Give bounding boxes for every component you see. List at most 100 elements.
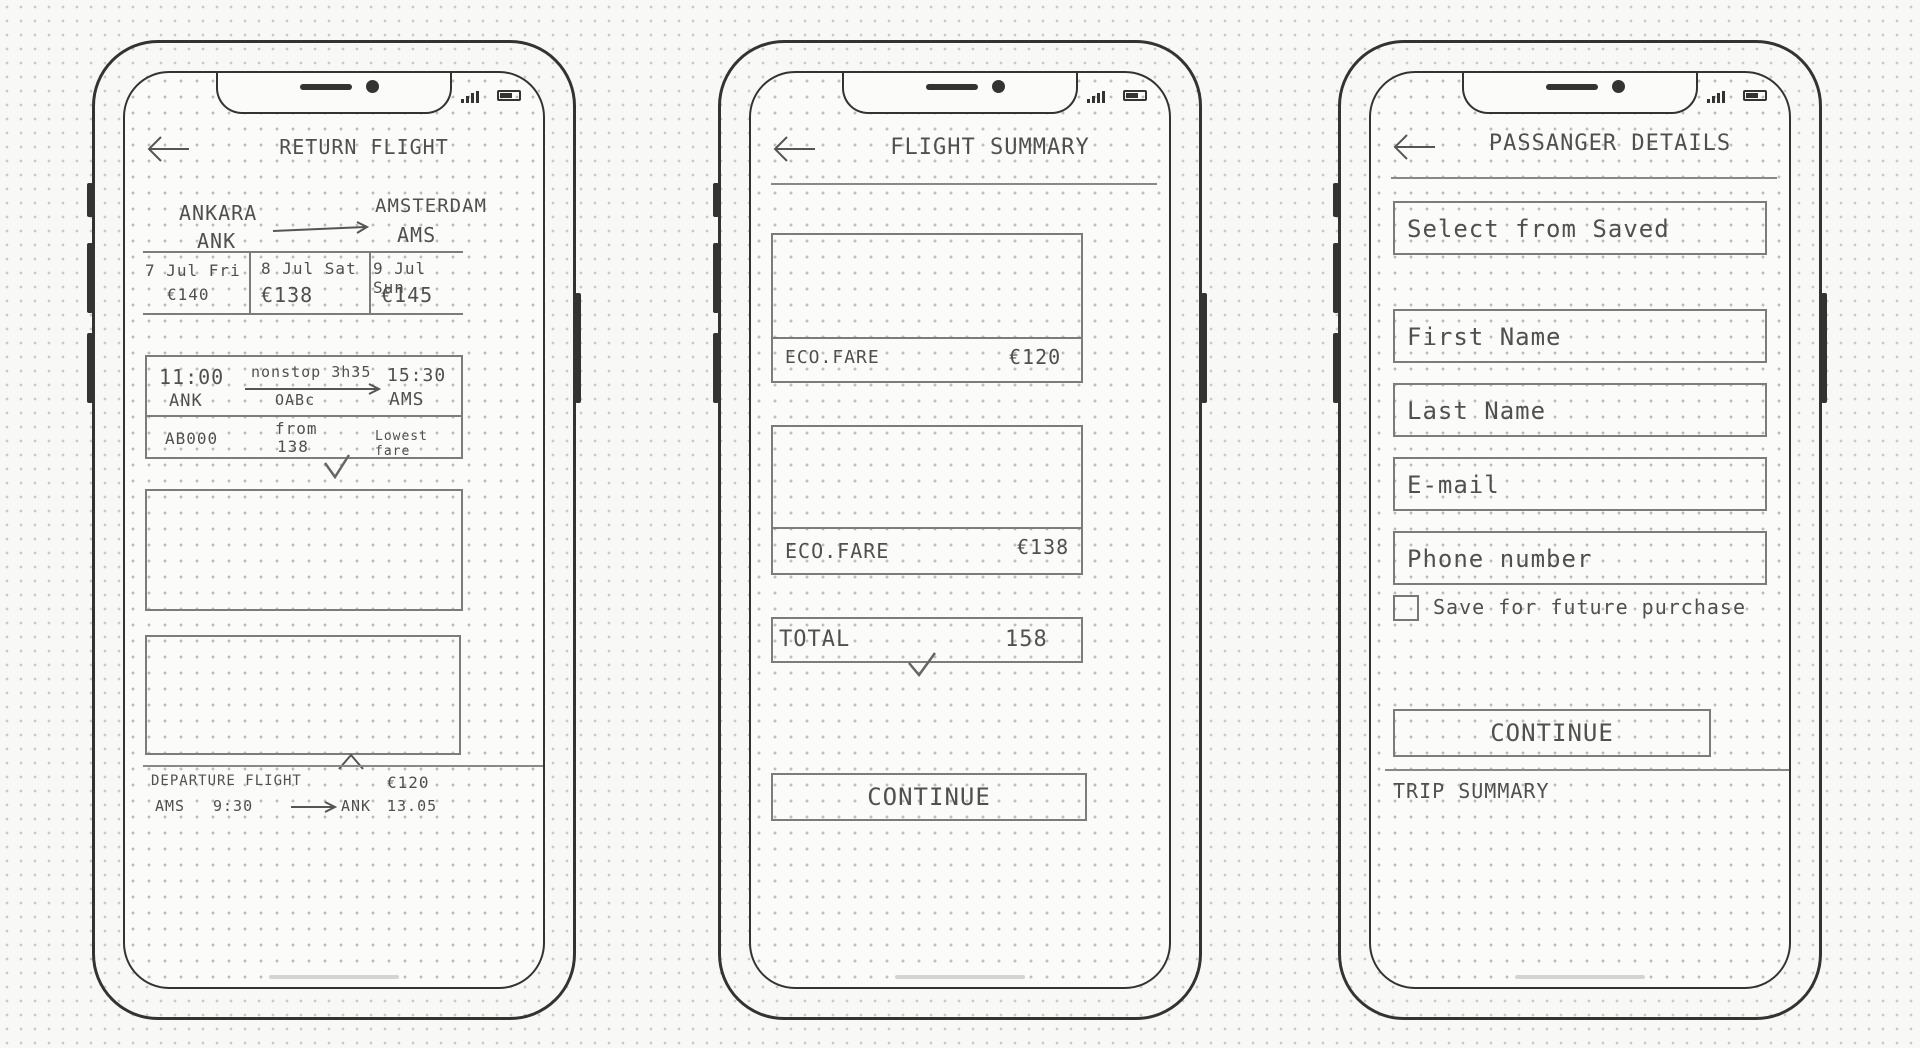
date-label: 9 Jul Sun	[373, 259, 427, 297]
home-indicator	[895, 975, 1025, 979]
save-checkbox[interactable]	[1393, 595, 1419, 621]
departure-arrival: 13.05	[387, 797, 438, 815]
phone-return-flight: RETURN FLIGHT ANKARA ANK AMSTERDAM AMS 7…	[87, 40, 581, 1020]
date-option[interactable]: 7 Jul Fri €140	[143, 253, 251, 313]
screen: PASSANGER DETAILS Select from Saved Firs…	[1369, 71, 1791, 989]
destination-code: AMS	[397, 223, 437, 247]
speaker	[926, 84, 978, 90]
date-label: 7 Jul Fri	[145, 261, 241, 280]
arrow-right-icon	[245, 383, 382, 395]
flight-duration: nonstop 3h35	[251, 363, 372, 381]
continue-button[interactable]: CONTINUE	[771, 773, 1087, 821]
departure-time: 11:00	[159, 365, 225, 389]
arrival-code: AMS	[389, 389, 425, 410]
bottom-sheet-divider	[143, 765, 543, 767]
phone-number-field[interactable]: Phone number	[1393, 531, 1767, 585]
date-label: 8 Jul Sat	[261, 259, 357, 278]
back-arrow-icon[interactable]	[1391, 133, 1437, 161]
date-option[interactable]: 9 Jul Sun €145	[369, 253, 463, 313]
flight-code: AB000	[165, 429, 219, 448]
power-button	[1201, 293, 1207, 403]
screen: RETURN FLIGHT ANKARA ANK AMSTERDAM AMS 7…	[123, 71, 545, 989]
status-bar	[1087, 89, 1147, 103]
back-arrow-icon[interactable]	[771, 135, 817, 163]
flight-card[interactable]: 11:00 ANK nonstop 3h35 OABc 15:30 AMS AB…	[145, 355, 463, 459]
continue-label: CONTINUE	[867, 783, 991, 811]
battery-icon	[1123, 90, 1147, 101]
date-price: €138	[261, 283, 314, 307]
flight-card: ECO.FARE €120	[771, 233, 1083, 383]
fare-label: ECO.FARE	[785, 347, 880, 368]
divider	[147, 415, 461, 417]
battery-icon	[1743, 90, 1767, 101]
home-indicator	[269, 975, 399, 979]
origin-code: ANK	[197, 229, 237, 253]
phone-passenger-details: PASSANGER DETAILS Select from Saved Firs…	[1333, 40, 1827, 1020]
divider	[773, 337, 1081, 339]
email-field[interactable]: E-mail	[1393, 457, 1767, 511]
date-selector: 7 Jul Fri €140 8 Jul Sat €138 9 Jul Sun …	[143, 251, 463, 315]
back-arrow-icon[interactable]	[145, 135, 191, 163]
status-bar	[461, 89, 521, 103]
departure-to: ANK	[341, 797, 372, 815]
speaker	[1546, 84, 1598, 90]
camera	[1612, 80, 1625, 93]
flight-number: OABc	[275, 391, 316, 409]
header-divider	[771, 183, 1157, 185]
chevron-up-icon[interactable]	[337, 753, 365, 771]
page-title: RETURN FLIGHT	[279, 135, 449, 159]
volume-button	[713, 333, 719, 403]
page-title: PASSANGER DETAILS	[1488, 131, 1732, 156]
volume-button	[713, 183, 719, 217]
fare-type: Lowest fare	[375, 429, 428, 459]
status-bar	[1707, 89, 1767, 103]
screen: FLIGHT SUMMARY ECO.FARE €120 ECO.FARE €1…	[749, 71, 1171, 989]
last-name-field[interactable]: Last Name	[1393, 383, 1767, 437]
total-value: 158	[1005, 627, 1048, 652]
departure-code: ANK	[169, 391, 203, 411]
divider	[773, 527, 1081, 529]
check-icon	[908, 652, 937, 677]
page-title: FLIGHT SUMMARY	[890, 135, 1090, 160]
date-option[interactable]: 8 Jul Sat €138	[249, 253, 371, 313]
volume-button	[1333, 183, 1339, 217]
signal-icon	[1707, 91, 1727, 103]
fare-price: 138	[277, 437, 309, 456]
bottom-divider	[1385, 769, 1789, 771]
battery-icon	[497, 90, 521, 101]
total-label: TOTAL	[779, 627, 851, 652]
header-divider	[1391, 177, 1777, 179]
continue-button[interactable]: CONTINUE	[1393, 709, 1711, 757]
destination-city: AMSTERDAM	[375, 195, 487, 217]
departure-time: 9:30	[213, 797, 254, 815]
notch	[216, 73, 452, 114]
volume-button	[87, 183, 93, 217]
check-icon	[323, 454, 351, 479]
from-label: from	[275, 419, 318, 438]
volume-button	[1333, 243, 1339, 313]
select-saved-field[interactable]: Select from Saved	[1393, 201, 1767, 255]
date-price: €145	[381, 283, 434, 307]
signal-icon	[1087, 91, 1107, 103]
power-button	[575, 293, 581, 403]
signal-icon	[461, 91, 481, 103]
save-checkbox-label: Save for future purchase	[1433, 595, 1746, 619]
flight-card: ECO.FARE €138	[771, 425, 1083, 575]
notch	[1462, 73, 1698, 114]
trip-summary-label[interactable]: TRIP SUMMARY	[1393, 779, 1550, 803]
fare-price: €138	[1017, 535, 1070, 559]
flight-card-empty[interactable]	[145, 635, 461, 755]
power-button	[1821, 293, 1827, 403]
first-name-field[interactable]: First Name	[1393, 309, 1767, 363]
arrow-right-icon	[291, 801, 338, 813]
fare-price: €120	[1009, 345, 1062, 369]
flight-card-empty[interactable]	[145, 489, 463, 611]
speaker	[300, 84, 352, 90]
camera	[366, 80, 379, 93]
volume-button	[87, 243, 93, 313]
arrival-time: 15:30	[387, 365, 447, 386]
volume-button	[87, 333, 93, 403]
departure-flight-label: DEPARTURE FLIGHT	[151, 773, 302, 789]
camera	[992, 80, 1005, 93]
notch	[842, 73, 1078, 114]
